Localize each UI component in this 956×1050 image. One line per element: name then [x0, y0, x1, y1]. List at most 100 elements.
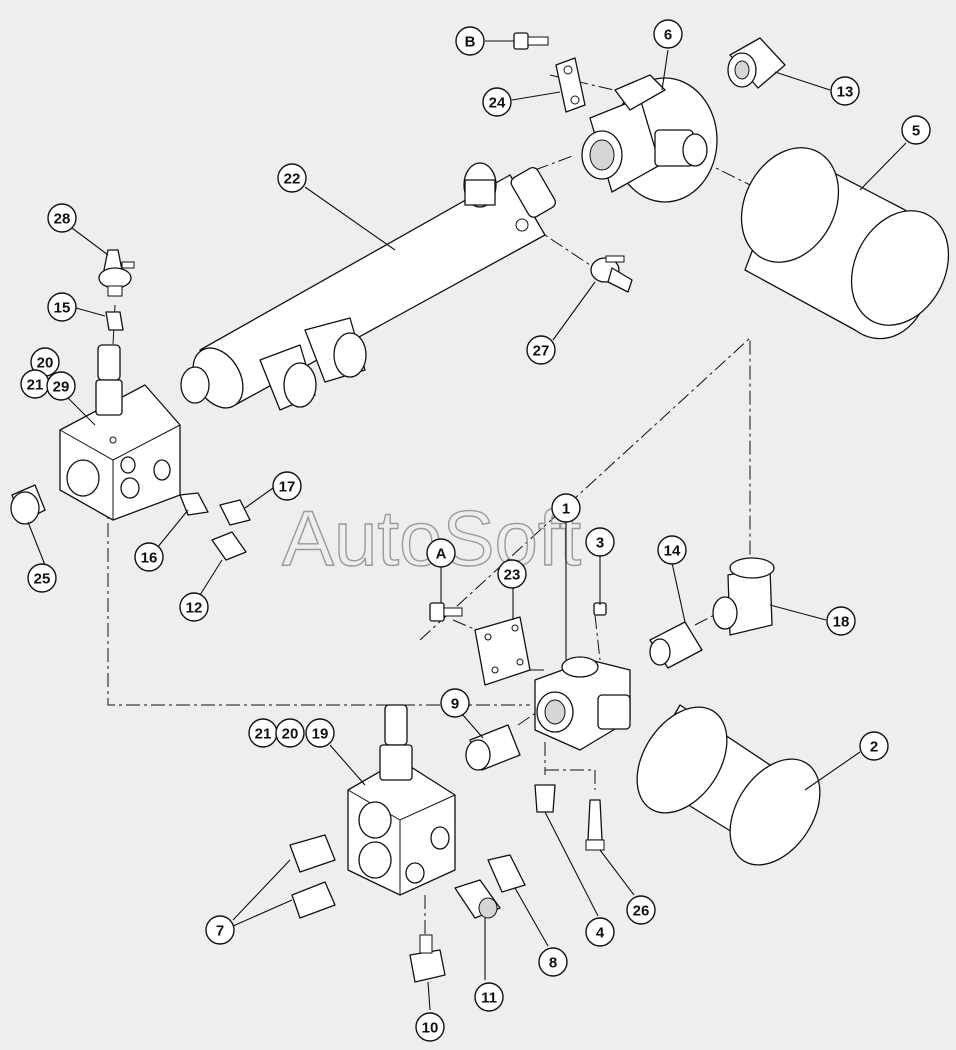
- callout-label: A: [436, 546, 447, 563]
- callout-circle: [440, 688, 470, 718]
- callout-25: 25: [27, 563, 57, 593]
- callout-label: 7: [216, 923, 224, 940]
- fitting-17: [219, 499, 251, 526]
- fitting-15: [105, 311, 124, 331]
- callout-label: 3: [596, 535, 604, 552]
- callout-21b: 21: [248, 718, 278, 748]
- callout-label: 5: [912, 123, 920, 140]
- callout-label: 20: [282, 726, 299, 743]
- fitting-14: [649, 621, 703, 669]
- callout-24: 24: [482, 87, 512, 117]
- callout-20b: 20: [275, 718, 305, 748]
- callout-label: 21: [27, 377, 44, 394]
- leader-lines: [27, 40, 907, 1011]
- callout-label: 11: [481, 990, 497, 1007]
- callout-circle: [272, 471, 302, 501]
- fitting-11: [454, 879, 501, 919]
- screw-a: [429, 602, 463, 622]
- callout-26: 26: [626, 895, 656, 925]
- callout-8: 8: [538, 947, 568, 977]
- callout-2: 2: [859, 731, 889, 761]
- callout-label: 2: [870, 739, 878, 756]
- valve-28: [98, 249, 135, 297]
- sensor-27: [590, 255, 633, 293]
- filter-cartridge-large: [740, 147, 950, 340]
- callout-circle: [305, 718, 335, 748]
- callout-circle: [275, 718, 305, 748]
- callout-circle: [474, 982, 504, 1012]
- callout-label: 29: [53, 379, 70, 396]
- valve-block-lower: [347, 704, 456, 896]
- callout-27: 27: [526, 335, 556, 365]
- callout-circle: [27, 563, 57, 593]
- fitting-9: [465, 724, 521, 771]
- filter-cartridge-small: [636, 704, 821, 866]
- callout-17: 17: [272, 471, 302, 501]
- callout-label: 4: [596, 925, 605, 942]
- callout-28: 28: [47, 203, 77, 233]
- callout-label: 16: [141, 550, 158, 567]
- callout-label: B: [465, 34, 476, 51]
- callout-label: 9: [451, 696, 459, 713]
- callout-29: 29: [46, 371, 76, 401]
- callout-label: 28: [54, 211, 71, 228]
- fitting-16: [179, 492, 209, 516]
- plate-23: [474, 616, 531, 686]
- callout-15: 15: [47, 292, 77, 322]
- callout-label: 13: [837, 84, 854, 101]
- callout-circle: [526, 335, 556, 365]
- filter-head-lower: [534, 656, 631, 751]
- callout-label: 1: [562, 501, 570, 518]
- callout-23: 23: [497, 559, 527, 589]
- callout-12: 12: [179, 592, 209, 622]
- callout-circle: [901, 115, 931, 145]
- callout-19: 19: [305, 718, 335, 748]
- callout-label: 19: [312, 726, 329, 743]
- callout-4: 4: [585, 917, 615, 947]
- callout-13: 13: [830, 76, 860, 106]
- callout-circle: [859, 731, 889, 761]
- callout-21a: 21: [20, 369, 50, 399]
- callout-circle: [538, 947, 568, 977]
- callout-circle: [426, 538, 456, 568]
- sensor-26: [585, 799, 605, 851]
- callout-circle: [830, 76, 860, 106]
- fitting-7: [289, 834, 336, 919]
- cylinder-22: [180, 162, 556, 411]
- callout-circle: [46, 371, 76, 401]
- callout-label: 6: [664, 27, 672, 44]
- callout-label: 8: [549, 955, 557, 972]
- callout-10: 10: [415, 1012, 445, 1042]
- callout-circle: [47, 203, 77, 233]
- callout-3: 3: [585, 527, 615, 557]
- callout-label: 22: [284, 171, 301, 188]
- callout-label: 23: [504, 567, 521, 584]
- screw-b: [513, 32, 549, 50]
- callout-circle: [205, 915, 235, 945]
- callout-18: 18: [826, 606, 856, 636]
- elbow-10: [409, 934, 446, 983]
- valve-4: [534, 784, 556, 813]
- callout-label: 17: [279, 479, 296, 496]
- callout-label: 20: [37, 355, 54, 372]
- plug-25: [10, 484, 46, 525]
- callout-label: 21: [255, 726, 272, 743]
- callout-circle: [551, 493, 581, 523]
- callout-16: 16: [134, 542, 164, 572]
- callout-circle: [455, 26, 485, 56]
- callout-circle: [277, 163, 307, 193]
- callout-label: 12: [186, 600, 203, 617]
- callout-label: 10: [422, 1020, 439, 1037]
- callout-9: 9: [440, 688, 470, 718]
- fitting-8: [487, 854, 526, 893]
- callout-label: 15: [54, 300, 71, 317]
- callout-22: 22: [277, 163, 307, 193]
- callout-label: 18: [833, 614, 850, 631]
- callout-11: 11: [474, 982, 504, 1012]
- callout-B: B: [455, 26, 485, 56]
- callout-circle: [179, 592, 209, 622]
- callout-label: 25: [34, 571, 51, 588]
- callout-label: 26: [633, 903, 650, 920]
